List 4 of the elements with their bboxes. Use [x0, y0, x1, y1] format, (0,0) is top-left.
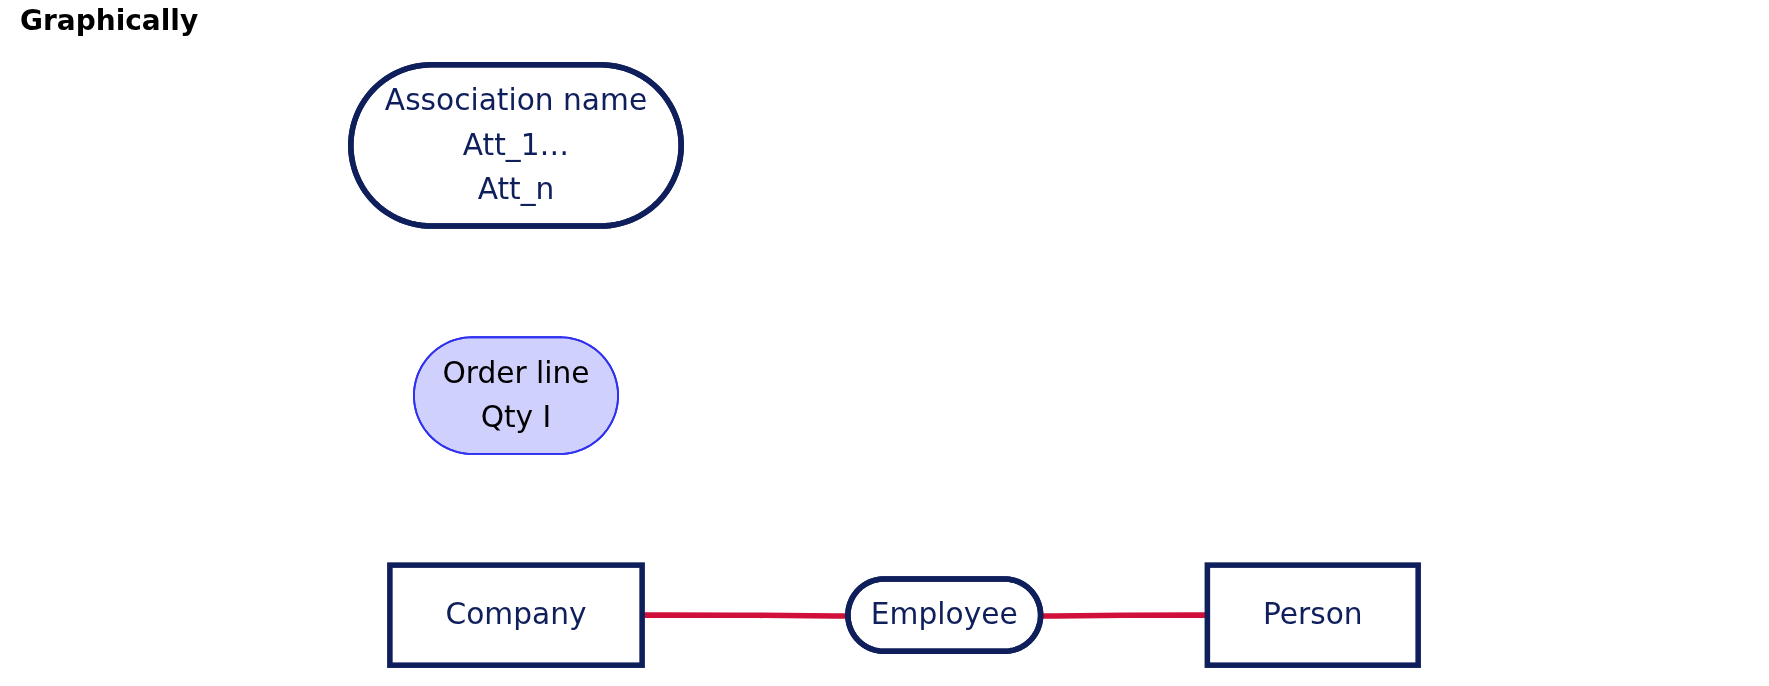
heading-text: Graphically: [20, 4, 199, 37]
connector: [1041, 612, 1208, 619]
node-box: Person: [1204, 562, 1421, 668]
node-box: Company: [387, 562, 645, 668]
